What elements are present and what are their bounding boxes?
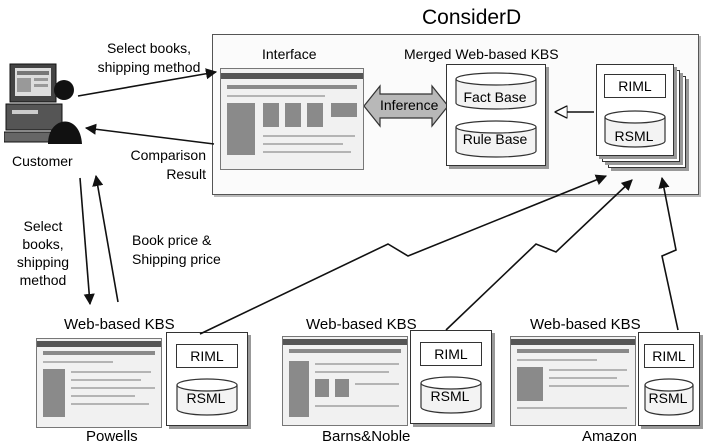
powells-riml-box: RIML bbox=[176, 344, 238, 368]
arrow-barnes-to-system bbox=[445, 179, 633, 331]
comparison-result-line-1: Comparison bbox=[130, 147, 206, 163]
arrow-customer-to-store bbox=[79, 177, 95, 306]
select-books-store-line-3: shipping bbox=[16, 254, 70, 270]
powells-name: Powells bbox=[86, 428, 138, 445]
barnes-kbs-label: Web-based KBS bbox=[306, 316, 417, 333]
barnes-screenshot bbox=[282, 336, 408, 426]
barnes-riml-box: RIML bbox=[420, 342, 482, 366]
fact-base-label: Fact Base bbox=[463, 89, 527, 105]
merged-riml-box: RIML bbox=[604, 74, 666, 98]
inference-arrow bbox=[364, 84, 448, 128]
select-books-store-line-2: books, bbox=[22, 236, 64, 252]
barnes-name: Barns&Noble bbox=[322, 428, 411, 445]
arrow-store-to-customer bbox=[92, 174, 119, 303]
comparison-result-line-2: Result bbox=[166, 166, 206, 182]
interface-screenshot bbox=[220, 68, 364, 170]
powells-kbs-label: Web-based KBS bbox=[64, 316, 175, 333]
select-books-line-1: Select books, bbox=[106, 40, 192, 56]
barnes-rsml-label: RSML bbox=[430, 388, 470, 404]
arrow-amazon-to-system bbox=[658, 176, 679, 331]
powells-screenshot bbox=[36, 338, 162, 428]
customer-computer-icon bbox=[4, 60, 82, 148]
arrow-system-to-customer bbox=[84, 123, 215, 145]
merged-rsml-label: RSML bbox=[614, 128, 654, 144]
book-price-line-2: Shipping price bbox=[132, 251, 221, 267]
arrow-customer-to-system bbox=[77, 68, 218, 97]
interface-label: Interface bbox=[262, 46, 317, 62]
amazon-riml-box: RIML bbox=[644, 344, 694, 368]
book-price-line-1: Book price & bbox=[132, 232, 212, 248]
rule-base-label: Rule Base bbox=[462, 131, 528, 147]
amazon-kbs-label: Web-based KBS bbox=[530, 316, 641, 333]
customer-label: Customer bbox=[12, 153, 73, 169]
fact-rule-base-card bbox=[446, 64, 546, 166]
arrow-powells-to-system bbox=[199, 174, 608, 335]
select-books-store-line-4: method bbox=[19, 272, 67, 288]
merged-kbs-label: Merged Web-based KBS bbox=[404, 46, 559, 62]
amazon-screenshot bbox=[510, 336, 636, 426]
select-books-store-line-1: Select bbox=[23, 218, 63, 234]
select-books-line-2: shipping method bbox=[97, 59, 201, 75]
amazon-rsml-label: RSML bbox=[648, 390, 688, 406]
amazon-name: Amazon bbox=[582, 428, 638, 445]
inference-label: Inference bbox=[380, 97, 439, 113]
powells-rsml-label: RSML bbox=[186, 390, 226, 406]
diagram-title: ConsiderD bbox=[422, 6, 522, 29]
